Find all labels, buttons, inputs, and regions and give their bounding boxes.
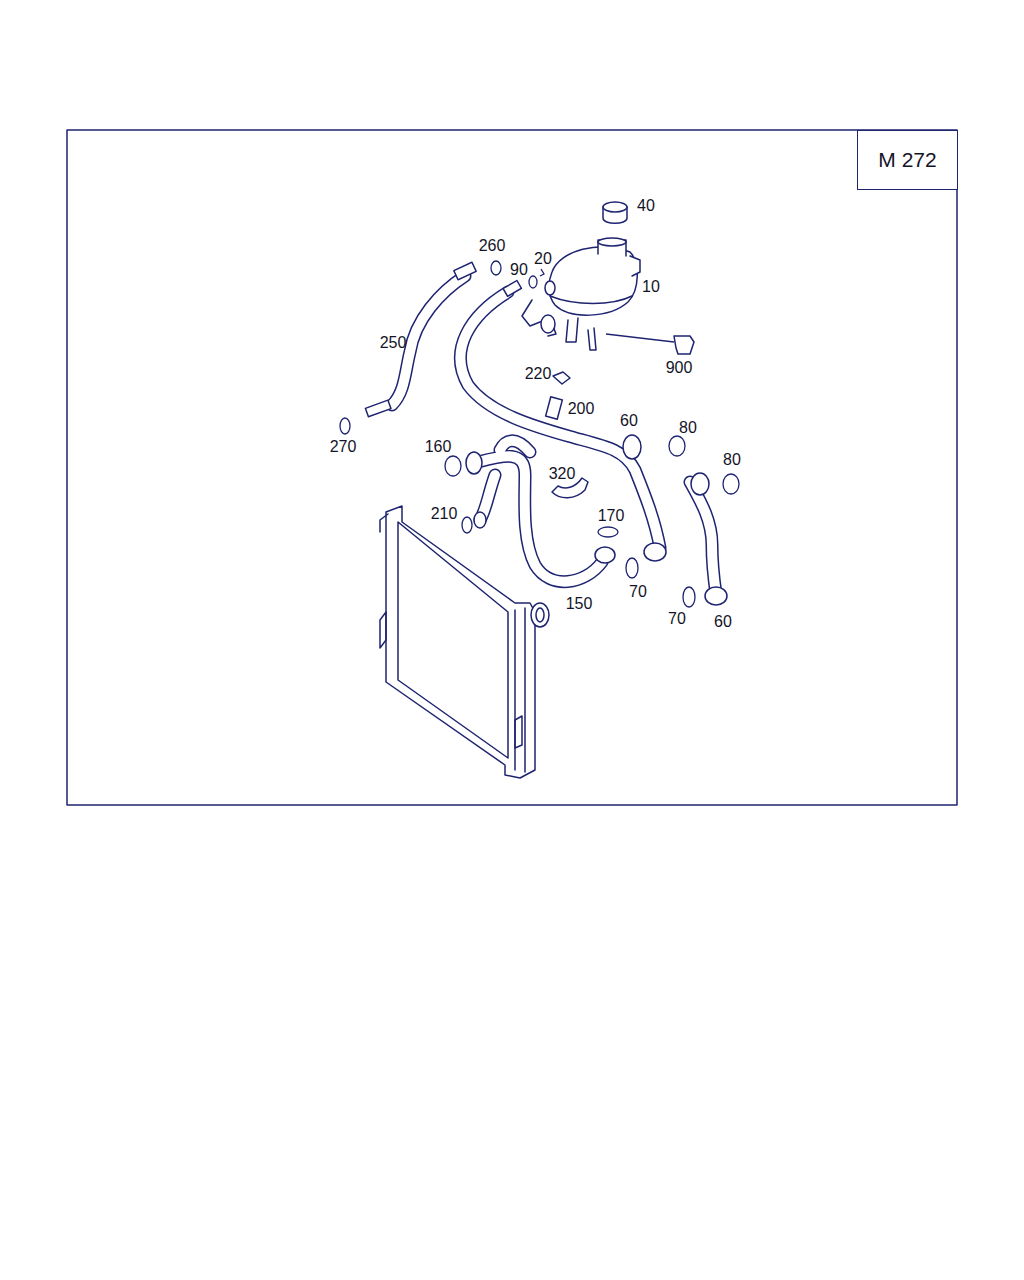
callout-number: 80 [723,452,741,468]
callout-number: 900 [666,360,693,376]
callout-number: 10 [642,279,660,295]
callout-number: 80 [679,420,697,436]
callout-number: 150 [566,596,593,612]
callout-number: 70 [668,611,686,627]
callout-number: 250 [380,335,407,351]
callout-number: 270 [330,439,357,455]
callout-number: 260 [479,238,506,254]
callout-number: 200 [568,401,595,417]
callout-number: 60 [714,614,732,630]
model-code: M 272 [878,148,936,172]
callout-number: 70 [629,584,647,600]
callout-number: 320 [549,466,576,482]
callout-number: 60 [620,413,638,429]
model-box: M 272 [857,130,958,190]
callout-number: 20 [534,251,552,267]
callout-number: 90 [510,262,528,278]
callout-number: 160 [425,439,452,455]
callout-number: 40 [637,198,655,214]
callout-number: 210 [431,506,458,522]
callout-number: 170 [598,508,625,524]
callout-number: 220 [525,366,552,382]
